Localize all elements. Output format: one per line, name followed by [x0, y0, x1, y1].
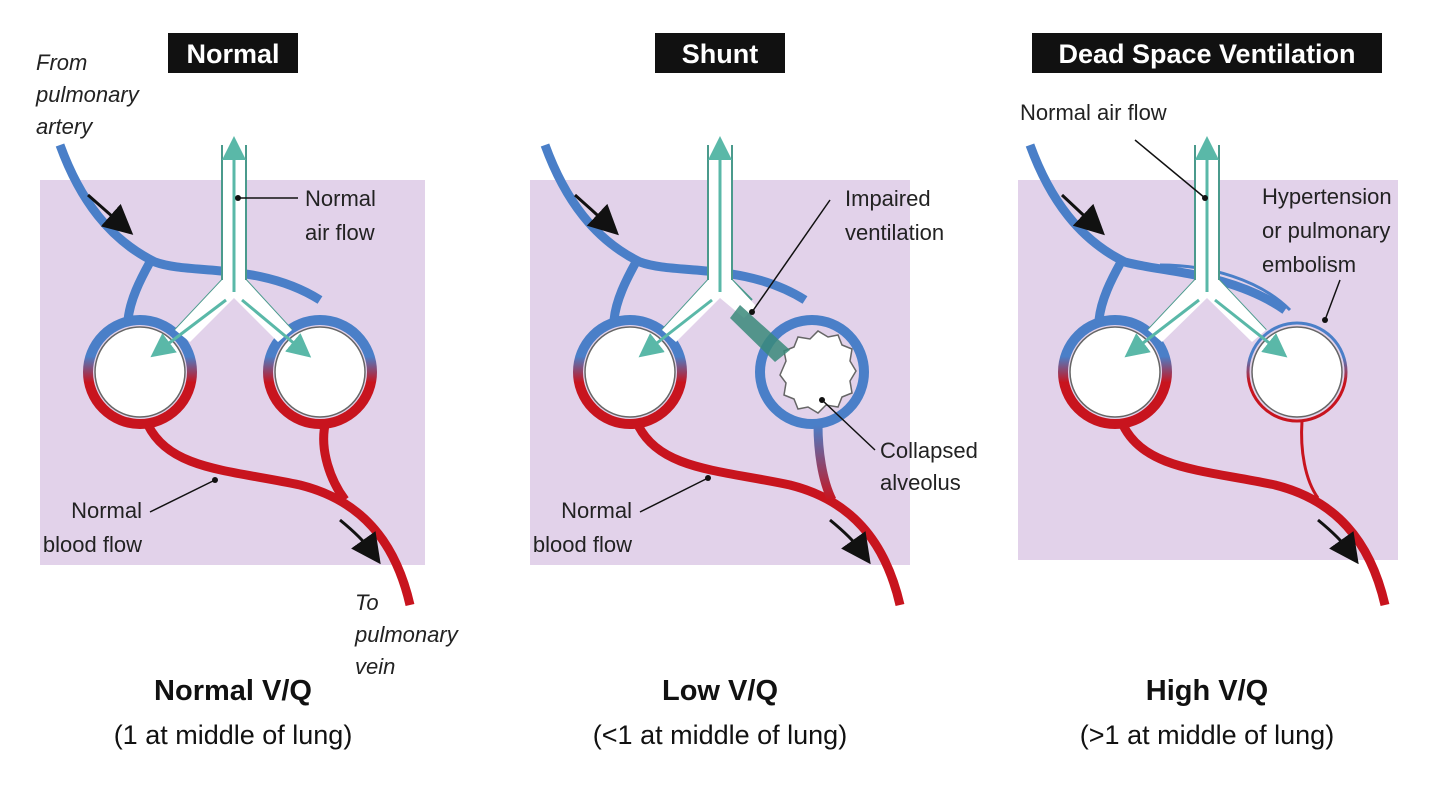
caption-sub: (>1 at middle of lung) [1080, 720, 1334, 750]
capillary-ring-right [1246, 321, 1348, 423]
panel-title: Dead Space Ventilation [1058, 39, 1355, 69]
airway [638, 136, 790, 362]
capillary-ring-right [263, 315, 377, 429]
label-air-flow: Normal air flow [1020, 100, 1167, 125]
label-to-vein-1: To [355, 590, 379, 615]
capillary-ring-left [573, 315, 687, 429]
caption-sub: (<1 at middle of lung) [593, 720, 847, 750]
capillary-ring-right [755, 315, 869, 429]
label-hypertension-2: or pulmonary [1262, 218, 1390, 243]
label-collapsed-1: Collapsed [880, 438, 978, 463]
inflow-arrow-icon [1060, 193, 1105, 236]
label-collapsed-2: alveolus [880, 470, 961, 495]
pulmonary-artery [55, 143, 323, 304]
label-from-artery-1: From [36, 50, 87, 75]
capillary-ring-left [83, 315, 197, 429]
airway [150, 136, 312, 358]
outflow-arrow-icon [339, 518, 381, 565]
outflow-arrow-icon [829, 518, 871, 565]
label-from-artery-3: artery [36, 114, 94, 139]
collapsed-alveolus [779, 330, 857, 414]
label-blood-flow-2: blood flow [533, 532, 632, 557]
caption-main: Low V/Q [662, 675, 778, 707]
label-blood-flow-1: Normal [561, 498, 632, 523]
label-blood-flow-1: Normal [71, 498, 142, 523]
pulmonary-vein [143, 422, 415, 607]
label-blood-flow-2: blood flow [43, 532, 142, 557]
label-to-vein-2: pulmonary [354, 622, 460, 647]
outflow-arrow-icon [1317, 518, 1359, 565]
caption-sub: (1 at middle of lung) [114, 720, 353, 750]
panel-shunt: Shunt Impaired ventilation Collapsed alv… [530, 33, 978, 750]
panel-normal: Normal From pulmonary artery Normal air … [35, 33, 460, 750]
pulmonary-artery [1025, 143, 1288, 314]
label-air-flow-1: Normal [305, 186, 376, 211]
panel-title: Normal [186, 39, 279, 69]
label-impaired-1: Impaired [845, 186, 931, 211]
inflow-arrow-icon [574, 193, 619, 236]
panel-title-box [1032, 33, 1382, 73]
panel-title: Shunt [682, 39, 758, 69]
capillary-ring-left [1058, 315, 1172, 429]
label-hypertension-3: embolism [1262, 252, 1356, 277]
label-hypertension-1: Hypertension [1262, 184, 1392, 209]
label-from-artery-2: pulmonary [35, 82, 141, 107]
caption-main: Normal V/Q [154, 675, 312, 707]
caption-main: High V/Q [1146, 675, 1268, 707]
airway [1124, 136, 1288, 358]
pulmonary-vein [633, 422, 905, 607]
panel-title-box [655, 33, 785, 73]
label-to-vein-3: vein [355, 654, 395, 679]
panel-title-box [168, 33, 298, 73]
label-impaired-2: ventilation [845, 220, 944, 245]
impaired-airway [730, 305, 790, 362]
pulmonary-artery [540, 143, 808, 304]
label-air-flow-2: air flow [305, 220, 375, 245]
panel-dead-space: Dead Space Ventilation Normal air flow H… [1018, 33, 1398, 750]
pulmonary-vein [1118, 422, 1390, 607]
inflow-arrow-icon [87, 193, 134, 235]
